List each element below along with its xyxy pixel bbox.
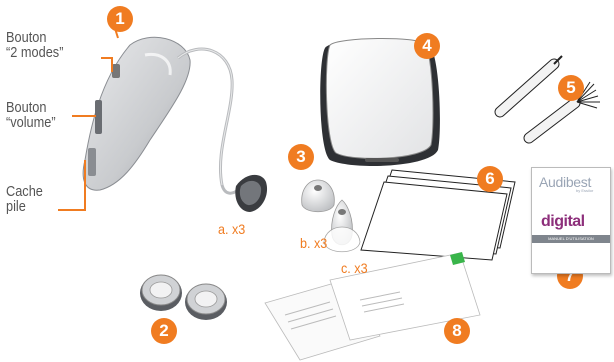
cleaning-tools <box>500 56 600 138</box>
mode-button-label: Bouton “2 modes” <box>6 31 63 61</box>
badge-2: 2 <box>151 318 177 344</box>
badge-6: 6 <box>477 166 503 192</box>
quantity-a: a. x3 <box>218 221 245 237</box>
badge-5: 5 <box>558 75 584 101</box>
quantity-c: c. x3 <box>341 260 368 276</box>
hearing-aid-device <box>83 37 267 212</box>
volume-button-label: Bouton “volume” <box>6 101 56 131</box>
badge-1: 1 <box>107 6 133 32</box>
user-manual: Audibest by Essilor digital MANUEL D'UTI… <box>531 167 611 274</box>
badge-8: 8 <box>444 318 470 344</box>
manual-product: digital <box>541 213 585 231</box>
battery-cover-shape <box>88 148 96 176</box>
warranty-cards <box>265 252 480 360</box>
batteries <box>140 275 227 320</box>
manual-title: MANUEL D'UTILISATION <box>532 235 610 243</box>
battery-cover-label: Cache pile <box>6 185 43 215</box>
quantity-b: b. x3 <box>300 235 327 251</box>
mode-button-shape <box>112 64 120 78</box>
volume-button-shape <box>95 100 102 134</box>
manual-brand-sub: by Essilor <box>576 189 593 193</box>
badge-4: 4 <box>414 33 440 59</box>
badge-3: 3 <box>288 144 314 170</box>
